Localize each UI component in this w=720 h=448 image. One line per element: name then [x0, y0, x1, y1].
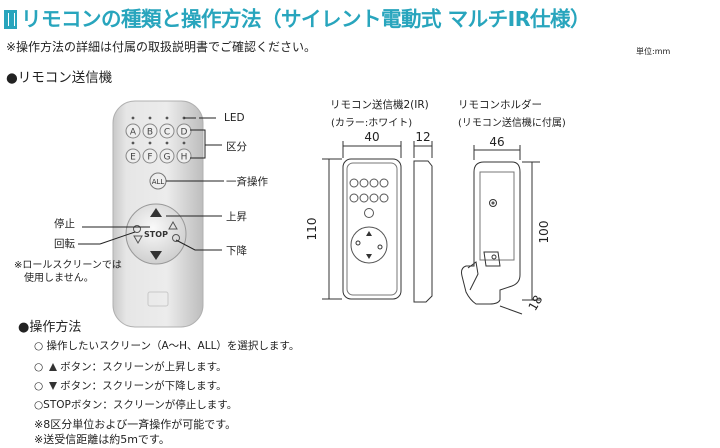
key-d[interactable]: D	[176, 123, 192, 139]
operation-step-2-bullet: ○	[34, 361, 44, 373]
holder-drawing-title: リモコンホルダー	[458, 99, 542, 111]
key-e[interactable]: E	[125, 148, 141, 164]
operation-step-3-bullet: ○	[34, 380, 44, 392]
operation-step-4: ○STOPボタン：スクリーンが停止します。	[34, 399, 238, 411]
key-a-label: A	[130, 128, 137, 138]
rotate-right-icon	[172, 234, 180, 242]
remote-dimension-labels: 40 12 110	[305, 130, 431, 240]
roll-screen-note-line2: 使用しません。	[24, 273, 94, 284]
key-f[interactable]: F	[142, 148, 158, 164]
up-arrow-icon	[150, 208, 162, 217]
holder-height-value: 100	[537, 221, 551, 244]
rotate-left-icon	[133, 225, 141, 233]
page-title: リモコンの種類と操作方法（サイレント電動式 マルチIR仕様）	[4, 2, 591, 32]
section-title: ●リモコン送信機	[6, 70, 113, 86]
key-f-label: F	[147, 153, 152, 163]
stop-label: 停止	[54, 218, 75, 230]
holder-drawing-subtitle: (リモコン送信機に付属)	[458, 118, 566, 129]
key-e-label: E	[130, 153, 136, 163]
key-g[interactable]: G	[159, 148, 175, 164]
remote-technical-drawing	[322, 141, 433, 303]
led-indicators	[131, 116, 186, 145]
down-button[interactable]	[150, 251, 162, 260]
unit-label: 単位:mm	[636, 47, 671, 56]
key-d-label: D	[181, 128, 188, 138]
up-triangle-icon	[49, 363, 58, 371]
key-h-label: H	[181, 153, 188, 163]
down-label: 下降	[226, 245, 247, 257]
up-button[interactable]	[150, 208, 162, 217]
page-note: ※操作方法の詳細は付属の取扱説明書でご確認ください。	[6, 40, 317, 54]
operations-note-2: ※送受信距離は約5mです。	[34, 433, 170, 446]
operation-step-2-text: ボタン：スクリーンが上昇します。	[60, 361, 227, 373]
all-operation-label: 一斉操作	[226, 176, 268, 188]
stop-button[interactable]: STOP	[144, 230, 168, 239]
remote-depth-value: 12	[415, 130, 430, 144]
down-triangle-icon	[49, 382, 58, 390]
up-label: 上昇	[226, 211, 247, 223]
key-b-label: B	[147, 128, 153, 138]
roll-screen-note-line1: ※ロールスクリーンでは	[14, 260, 122, 271]
remote-drawing-title: リモコン送信機2(IR)	[330, 99, 429, 111]
operations-title: ●操作方法	[18, 320, 82, 335]
operation-step-1: ○ 操作したいスクリーン（A～H、ALL）を選択します。	[34, 340, 300, 352]
operations-note-1: ※8区分単位および一斉操作が可能です。	[34, 418, 237, 431]
holder-depth-value: 18	[526, 293, 546, 313]
zone-keys: A B C D E F G H	[125, 123, 192, 164]
operation-step-2: ○ ボタン：スクリーンが上昇します。	[34, 359, 227, 374]
key-g-label: G	[164, 153, 171, 163]
key-b[interactable]: B	[142, 123, 158, 139]
led-label: LED	[224, 112, 245, 124]
all-key[interactable]: ALL	[149, 172, 167, 190]
zones-label: 区分	[226, 141, 247, 153]
down-arrow-icon	[150, 251, 162, 260]
all-key-label: ALL	[152, 178, 165, 186]
page-title-text: リモコンの種類と操作方法（サイレント電動式 マルチIR仕様）	[21, 7, 591, 31]
leader-lines	[78, 117, 224, 251]
rotate-label: 回転	[54, 238, 75, 250]
key-a[interactable]: A	[125, 123, 141, 139]
tilt-down-icon	[133, 235, 143, 245]
remote-height-value: 110	[305, 218, 319, 241]
speaker-grille	[147, 291, 169, 307]
holder-width-value: 46	[489, 135, 504, 149]
stop-button-label: STOP	[144, 230, 168, 239]
rotate-right-button[interactable]	[172, 234, 180, 242]
holder-dimension-labels: 46 100 18	[489, 135, 551, 313]
operation-step-3-text: ボタン：スクリーンが下降します。	[60, 380, 227, 392]
key-c[interactable]: C	[159, 123, 175, 139]
remote-width-value: 40	[364, 130, 379, 144]
direction-pad: STOP	[125, 203, 187, 265]
holder-technical-drawing	[461, 145, 540, 315]
tilt-up-icon	[168, 220, 178, 230]
rotate-left-button[interactable]	[133, 225, 141, 233]
key-c-label: C	[164, 128, 170, 138]
remote-drawing-subtitle: (カラー:ホワイト)	[331, 118, 413, 129]
operation-step-3: ○ ボタン：スクリーンが下降します。	[34, 378, 227, 393]
key-h[interactable]: H	[176, 148, 192, 164]
title-marker-icon	[4, 10, 17, 29]
